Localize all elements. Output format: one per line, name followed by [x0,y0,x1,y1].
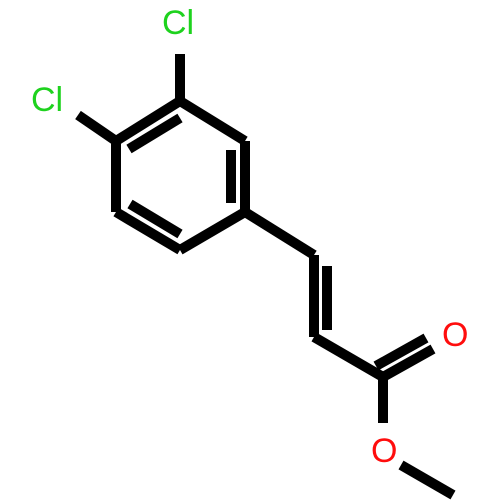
bonds [75,54,456,500]
ring-bond-c3-c4 [177,207,248,255]
ring-bond-c4-c5 [113,207,183,255]
atom-labels: Cl Cl O O [31,4,468,470]
bond-carbonyl-o-2 [373,333,429,371]
bond-vinyl-carbonyl [311,332,386,382]
bond-ester-o-methyl [398,460,456,500]
ring-double-bond-inner-bottom [127,199,183,239]
atom-o-ester: O [371,432,397,470]
bond-ring-vinyl [242,207,317,260]
atom-cl-left: Cl [31,81,63,119]
atom-cl-top: Cl [162,4,194,42]
atom-o-carbonyl: O [442,316,468,354]
bond-carbonyl-o-1 [380,344,436,382]
ring-bond-c1-c2 [177,96,248,146]
ring-double-bond-inner-top [126,113,183,154]
bond-c6-cl-left [75,110,119,146]
ring-bond-c6-c1 [113,96,183,146]
